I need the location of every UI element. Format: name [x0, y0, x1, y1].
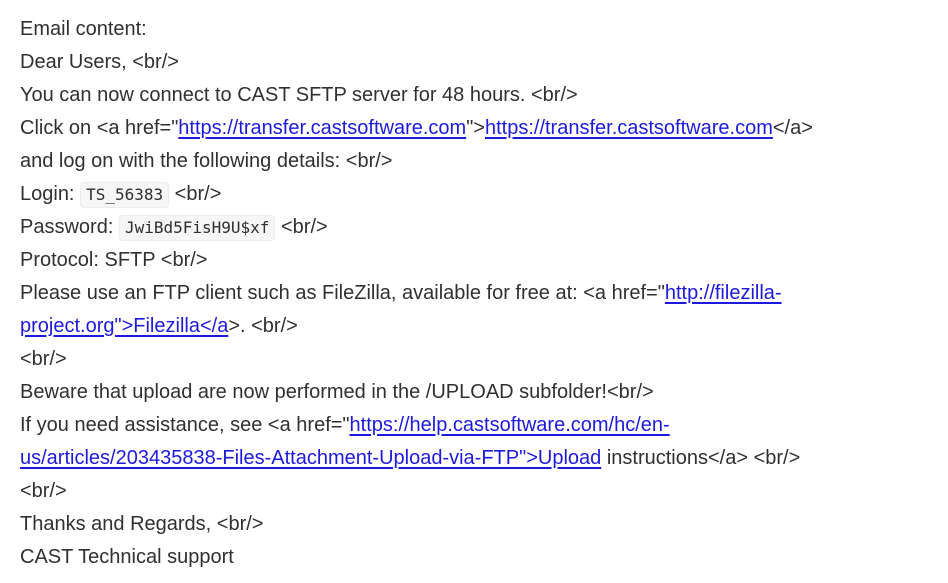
text-segment: >. <br/> [228, 315, 298, 337]
text-segment: <br/> [20, 348, 67, 370]
text-segment: If you need assistance, see <a href=" [20, 414, 350, 436]
email-line: us/articles/203435838-Files-Attachment-U… [20, 442, 946, 475]
upload-instructions-url-link-part2[interactable]: us/articles/203435838-Files-Attachment-U… [20, 447, 602, 469]
text-segment: Please use an FTP client such as FileZil… [20, 282, 665, 304]
email-line: You can now connect to CAST SFTP server … [20, 79, 946, 112]
text-segment: Password: [20, 216, 119, 238]
text-segment: CAST Technical support [20, 546, 234, 568]
text-segment: <br/> [169, 183, 222, 205]
text-segment: Thanks and Regards, <br/> [20, 513, 264, 535]
email-line: CAST Technical support [20, 541, 946, 574]
email-line: Protocol: SFTP <br/> [20, 244, 946, 277]
text-segment: Dear Users, <br/> [20, 51, 179, 73]
email-line: Dear Users, <br/> [20, 46, 946, 79]
email-line: Please use an FTP client such as FileZil… [20, 277, 946, 310]
email-line: project.org">Filezilla</a>. <br/> [20, 310, 946, 343]
email-line: Beware that upload are now performed in … [20, 376, 946, 409]
email-line: and log on with the following details: <… [20, 145, 946, 178]
text-segment: Click on <a href=" [20, 117, 179, 139]
email-line: If you need assistance, see <a href="htt… [20, 409, 946, 442]
email-line: Password: JwiBd5FisH9U$xf <br/> [20, 211, 946, 244]
text-segment: Protocol: SFTP <br/> [20, 249, 208, 271]
email-line: Thanks and Regards, <br/> [20, 508, 946, 541]
filezilla-url-link-part1[interactable]: http://filezilla- [664, 282, 782, 304]
text-segment: <br/> [275, 216, 328, 238]
email-line: Email content: [20, 13, 946, 46]
text-segment: "> [466, 117, 485, 139]
email-line: Login: TS_56383 <br/> [20, 178, 946, 211]
upload-instructions-url-link-part1[interactable]: https://help.castsoftware.com/hc/en- [349, 414, 670, 436]
text-segment: </a> [772, 117, 813, 139]
email-line: Click on <a href="https://transfer.casts… [20, 112, 946, 145]
filezilla-url-link-part2[interactable]: project.org">Filezilla</a [20, 315, 229, 337]
email-lines: Email content: Dear Users, <br/> You can n… [20, 13, 946, 574]
text-segment: and log on with the following details: <… [20, 150, 393, 172]
text-segment: Email content: [20, 18, 147, 40]
email-line: <br/> [20, 475, 946, 508]
login-code: TS_56383 [80, 182, 170, 208]
text-segment: Login: [20, 183, 81, 205]
text-segment: <br/> [20, 480, 67, 502]
text-segment: You can now connect to CAST SFTP server … [20, 84, 578, 106]
transfer-url-link-label[interactable]: https://transfer.castsoftware.com [484, 117, 773, 139]
transfer-url-link-href[interactable]: https://transfer.castsoftware.com [178, 117, 467, 139]
password-code: JwiBd5FisH9U$xf [118, 215, 276, 241]
text-segment: Beware that upload are now performed in … [20, 381, 654, 403]
email-line: <br/> [20, 343, 946, 376]
text-segment: instructions</a> <br/> [601, 447, 801, 469]
